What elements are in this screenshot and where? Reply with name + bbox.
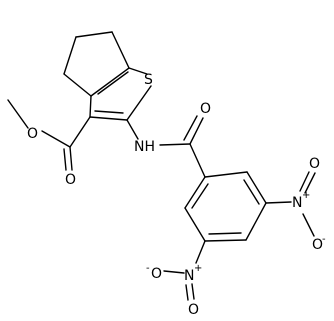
atom-o-nitro-right-bottom: O [312, 237, 323, 253]
atom-labels: S NH O O O N + O O - N + - O O [27, 72, 326, 318]
bond-c1-c3a [63, 73, 92, 97]
atom-o-ester-carbonyl: O [65, 172, 76, 188]
bonds [7, 31, 316, 301]
bond-b3-n-right [265, 201, 292, 204]
bond-b3-b4 [245, 202, 267, 241]
bond-nbottom-o-left [163, 270, 185, 274]
bond-c3-c4 [111, 31, 130, 69]
bond-nright-o-top-a [304, 172, 316, 194]
bond-b4-b5 [204, 239, 247, 242]
bond-b1-b2 [204, 171, 248, 178]
bond-nh-ccarbonyl [159, 143, 191, 146]
bond-c3a-c7a [90, 67, 130, 97]
bond-cester-o-double-b [63, 148, 67, 171]
atom-o-nitro-right-bottom-charge: - [322, 234, 326, 245]
bond-cester-o-double-a [69, 146, 73, 171]
bond-c1-c2 [63, 36, 77, 75]
bond-ccarbonyl-o-b [183, 115, 198, 141]
atom-n-nitro-right: N [292, 195, 302, 211]
bond-b6-b1-inner [191, 183, 209, 209]
atom-s: S [144, 72, 153, 88]
bond-cester-oether [41, 130, 71, 148]
atom-n-nitro-bottom-charge: + [194, 263, 202, 274]
bond-s-c2t [126, 85, 152, 121]
bond-ccarbonyl-aryl [189, 143, 206, 178]
bond-nright-o-bottom [302, 213, 315, 237]
bond-b2-b3 [246, 171, 267, 204]
bond-b4-b5-inner [208, 232, 242, 235]
atom-o-nitro-bottom-left-charge: - [146, 263, 150, 274]
atom-n-nitro-bottom: N [184, 268, 194, 284]
bond-c7a-s [128, 67, 148, 75]
bond-nbottom-o-bottom-b [185, 284, 189, 301]
bond-ccarbonyl-o-a [189, 117, 204, 145]
bond-b6-b1 [184, 176, 206, 209]
bond-b5-b6 [184, 207, 206, 242]
bond-c3a-c7a-inner [97, 71, 129, 95]
bond-nright-o-top-b [299, 171, 310, 192]
bond-b2-b3-inner [243, 179, 260, 205]
atom-o-nitro-bottom-left: O [151, 266, 162, 282]
bond-c3t-c3a [89, 95, 92, 118]
atom-o-nitro-bottom-bottom: O [188, 302, 199, 318]
bond-c2-c3 [75, 31, 113, 38]
bond-c2t-c3t [89, 116, 128, 121]
bond-c2t-c3t-inner [94, 110, 124, 114]
atom-o-ester-oxygen: O [27, 126, 38, 142]
bond-oether-methyl [7, 99, 29, 129]
bond-c2t-nh [126, 119, 139, 140]
bond-c3t-cester [69, 116, 91, 148]
bond-nbottom-o-bottom-a [191, 283, 195, 300]
bond-b5-n-bottom [195, 240, 206, 264]
atom-o-nitro-right-top: O [309, 156, 320, 172]
atom-nh: NH [134, 139, 155, 155]
atom-n-nitro-right-charge: + [302, 190, 310, 201]
atom-o-amide-carbonyl: O [200, 101, 211, 117]
